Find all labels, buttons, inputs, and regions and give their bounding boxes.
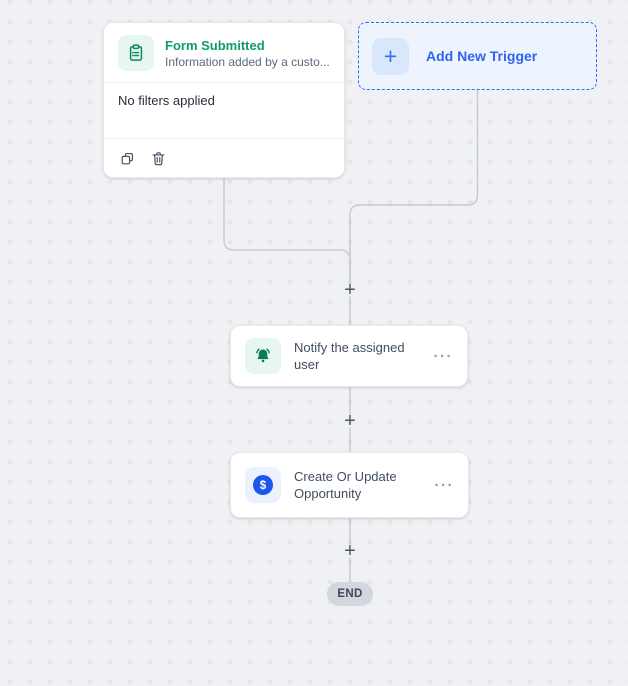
opportunity-icon-tile: $ bbox=[245, 467, 281, 503]
end-badge: END bbox=[327, 582, 373, 606]
bell-ring-icon bbox=[256, 348, 270, 363]
plus-icon: + bbox=[372, 37, 409, 75]
add-new-trigger-button[interactable]: + Add New Trigger bbox=[358, 22, 597, 90]
add-new-trigger-label: Add New Trigger bbox=[426, 48, 538, 64]
more-menu-button[interactable]: ··· bbox=[434, 476, 454, 494]
trigger-filters-section[interactable]: No filters applied bbox=[104, 83, 344, 139]
wire-trigger-to-merge bbox=[223, 177, 351, 284]
action-card-opportunity[interactable]: $ Create Or Update Opportunity ··· bbox=[230, 452, 469, 518]
trigger-icon-tile bbox=[118, 34, 154, 71]
notification-icon-tile bbox=[245, 338, 281, 374]
trigger-subtitle: Information added by a custo... bbox=[165, 55, 330, 70]
dollar-glyph: $ bbox=[260, 480, 267, 492]
more-menu-button[interactable]: ··· bbox=[433, 347, 453, 365]
dollar-circle-icon: $ bbox=[253, 475, 273, 495]
wire-addtrigger-to-merge bbox=[349, 89, 479, 284]
trigger-card[interactable]: Form Submitted Information added by a cu… bbox=[103, 22, 345, 178]
action-card-notify[interactable]: Notify the assigned user ··· bbox=[230, 325, 468, 387]
clipboard-form-icon bbox=[129, 43, 143, 61]
add-action-button-2[interactable]: + bbox=[344, 410, 356, 432]
trigger-card-titles: Form Submitted Information added by a cu… bbox=[165, 36, 330, 70]
add-action-button-3[interactable]: + bbox=[344, 540, 356, 562]
copy-button[interactable] bbox=[118, 149, 136, 167]
filters-status: No filters applied bbox=[118, 93, 215, 108]
add-action-button-1[interactable]: + bbox=[344, 279, 356, 301]
delete-button[interactable] bbox=[149, 149, 167, 167]
action-title: Create Or Update Opportunity bbox=[294, 468, 397, 501]
trash-icon bbox=[152, 151, 164, 165]
action-title: Notify the assigned user bbox=[294, 339, 405, 372]
trigger-title: Form Submitted bbox=[165, 37, 265, 53]
trigger-card-header[interactable]: Form Submitted Information added by a cu… bbox=[104, 23, 344, 83]
copy-icon bbox=[121, 152, 133, 164]
trigger-card-footer bbox=[104, 139, 344, 177]
